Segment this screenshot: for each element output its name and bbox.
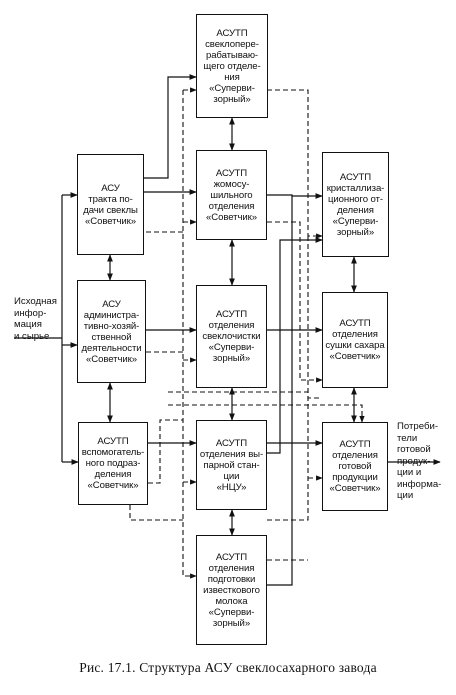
asutp-lime-milk-label: АСУТП отделения подготовки известкового … bbox=[203, 551, 260, 629]
asutp-sugar-drying-block: АСУТП отделения сушки сахара «Советчик» bbox=[322, 292, 388, 388]
asutp-auxiliary-block: АСУТП вспомогатель- ного подраз- деления… bbox=[78, 422, 148, 505]
asu-admin-label: АСУ администра- тивно-хозяй- ственной де… bbox=[81, 298, 142, 365]
dashed-bottom-aux bbox=[129, 505, 183, 521]
asutp-finished-product-label: АСУТП отделения готовой продукции «Совет… bbox=[329, 439, 381, 494]
asutp-crystallization-block: АСУТП кристаллиза- ционного от- деления … bbox=[322, 152, 389, 257]
asu-beet-feed-label: АСУ тракта по- дачи свеклы «Советчик» bbox=[83, 182, 138, 227]
dashed-aux-bus bbox=[148, 419, 183, 484]
asutp-beet-cleaning-label: АСУТП отделения свеклочистки «Суперви- з… bbox=[202, 309, 261, 364]
dashed-upper-right bbox=[267, 221, 323, 383]
dashed-cross-right bbox=[168, 404, 365, 423]
tract-beet-link bbox=[144, 74, 197, 179]
asutp-finished-product-block: АСУТП отделения готовой продукции «Совет… bbox=[322, 422, 388, 511]
figure-caption: Рис. 17.1. Структура АСУ свеклосахарного… bbox=[79, 660, 377, 675]
asutp-lime-milk-block: АСУТП отделения подготовки известкового … bbox=[196, 535, 267, 645]
asutp-crystallization-label: АСУТП кристаллиза- ционного от- деления … bbox=[326, 171, 385, 238]
dashed-cross-left bbox=[168, 391, 322, 399]
asutp-pulp-drying-block: АСУТП жомосу- шильного отделения «Советч… bbox=[196, 150, 267, 240]
input-label: Исходная инфор- мация и сырье bbox=[14, 296, 57, 342]
dashed-right-bus bbox=[267, 236, 309, 521]
asutp-beet-processing-block: АСУТП свеклопере- рабатываю- щего отделе… bbox=[196, 14, 268, 118]
asutp-beet-processing-label: АСУТП свеклопере- рабатываю- щего отделе… bbox=[203, 27, 261, 105]
asutp-beet-cleaning-block: АСУТП отделения свеклочистки «Суперви- з… bbox=[196, 285, 267, 388]
output-label: Потреби- тели готовой продук- ции и инфо… bbox=[397, 421, 442, 501]
lime-cryst-link bbox=[267, 196, 293, 586]
pulp-cryst-bus bbox=[267, 193, 323, 199]
asutp-auxiliary-label: АСУТП вспомогатель- ного подраз- деления… bbox=[81, 436, 145, 491]
asutp-evaporator-block: АСУТП отделения вы- парной стан- ции «НЦ… bbox=[196, 420, 267, 510]
asutp-evaporator-label: АСУТП отделения вы- парной стан- ции «НЦ… bbox=[199, 437, 264, 493]
asutp-sugar-drying-label: АСУТП отделения сушки сахара «Советчик» bbox=[325, 318, 385, 362]
asu-admin-block: АСУ администра- тивно-хозяй- ственной де… bbox=[77, 280, 146, 383]
asutp-pulp-drying-label: АСУТП жомосу- шильного отделения «Советч… bbox=[206, 167, 257, 223]
asu-beet-feed-block: АСУ тракта по- дачи свеклы «Советчик» bbox=[77, 154, 144, 255]
dashed-bus-main bbox=[182, 90, 197, 579]
dashed-beet-right bbox=[267, 89, 323, 239]
steam-cryst-link bbox=[267, 237, 323, 454]
